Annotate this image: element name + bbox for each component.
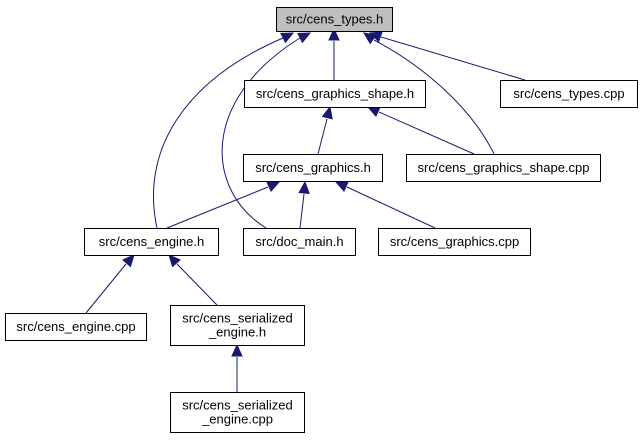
node-shape-cpp[interactable]: src/cens_graphics_shape.cpp xyxy=(406,154,601,182)
node-box xyxy=(243,154,383,182)
node-box xyxy=(378,228,531,256)
node-engine-h[interactable]: src/cens_engine.h xyxy=(84,228,219,256)
edge-serialized_engine_h-to-engine_h xyxy=(168,254,218,306)
edge-doc_main_h-to-graphics_h xyxy=(298,180,310,229)
node-serialized-engine-cpp[interactable]: src/cens_serialized_engine.cpp xyxy=(170,392,305,433)
node-label: src/cens_engine.cpp xyxy=(16,319,135,334)
edge-graphics_cpp-to-graphics_h xyxy=(334,181,436,229)
node-label: _engine.cpp xyxy=(201,412,273,427)
edge-doc_main_h-to-types_h xyxy=(221,32,312,229)
node-label: src/cens_engine.h xyxy=(99,234,205,249)
node-label: src/cens_types.cpp xyxy=(513,86,624,101)
node-box xyxy=(84,228,219,256)
edge-types_cpp-to-types_h xyxy=(368,31,526,81)
node-shape-h[interactable]: src/cens_graphics_shape.h xyxy=(244,80,426,108)
node-label: src/cens_types.h xyxy=(286,12,384,27)
node-layer: src/cens_types.h src/cens_graphics_shape.… xyxy=(5,7,638,433)
edge-shape_h-to-types_h xyxy=(328,27,340,80)
node-types-h[interactable]: src/cens_types.h xyxy=(276,7,393,32)
node-doc-main-h[interactable]: src/doc_main.h xyxy=(243,228,356,256)
node-label: src/cens_graphics.cpp xyxy=(390,234,519,249)
node-label: src/cens_graphics_shape.h xyxy=(256,86,414,101)
edge-layer xyxy=(85,27,526,392)
node-label: src/cens_serialized xyxy=(182,398,293,413)
edge-serialized_engine_cpp-to-serialized_engine_h xyxy=(231,343,243,392)
edge-shape_cpp-to-types_h xyxy=(363,32,495,155)
node-label: src/doc_main.h xyxy=(255,234,343,249)
node-label: src/cens_serialized xyxy=(182,311,293,326)
edge-engine_cpp-to-engine_h xyxy=(85,254,135,314)
node-box xyxy=(243,228,356,256)
node-box xyxy=(170,392,305,433)
node-box xyxy=(500,80,638,108)
node-types-cpp[interactable]: src/cens_types.cpp xyxy=(500,80,638,108)
node-graphics-h[interactable]: src/cens_graphics.h xyxy=(243,154,383,182)
edge-engine_h-to-graphics_h xyxy=(166,181,281,229)
node-box xyxy=(244,80,426,108)
node-label: _engine.h xyxy=(208,325,266,340)
node-box xyxy=(276,7,393,32)
node-graphics-cpp[interactable]: src/cens_graphics.cpp xyxy=(378,228,531,256)
node-box xyxy=(170,305,305,346)
node-box xyxy=(406,154,601,182)
edge-graphics_h-to-shape_h xyxy=(317,105,333,155)
edge-shape_cpp-to-shape_h xyxy=(366,106,475,155)
node-label: src/cens_graphics.h xyxy=(255,160,371,175)
node-label: src/cens_graphics_shape.cpp xyxy=(418,160,590,175)
edge-engine_h-to-types_h xyxy=(153,32,295,229)
node-box xyxy=(5,313,147,341)
node-serialized-engine-h[interactable]: src/cens_serialized_engine.h xyxy=(170,305,305,346)
node-engine-cpp[interactable]: src/cens_engine.cpp xyxy=(5,313,147,341)
